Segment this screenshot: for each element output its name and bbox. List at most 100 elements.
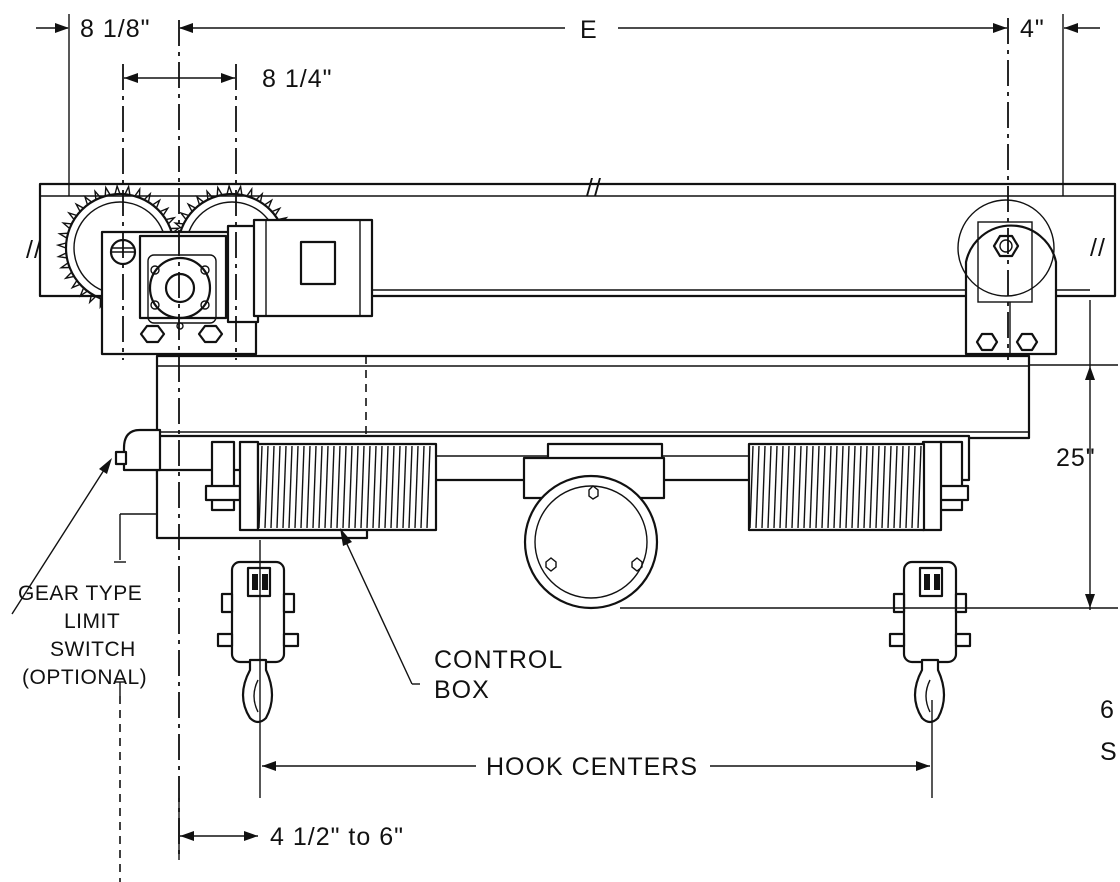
rope-winding	[270, 445, 275, 529]
rope-winding	[318, 445, 323, 529]
rope-winding	[899, 445, 904, 529]
rope-winding	[330, 445, 335, 529]
centerlines	[122, 18, 1009, 860]
edge-fragments: 6 S	[1100, 696, 1118, 766]
hook-block-right	[888, 560, 972, 724]
dim-span	[180, 23, 1007, 33]
rope-winding	[911, 445, 916, 529]
break-mark-right: //	[1090, 234, 1106, 262]
flange-left	[204, 440, 260, 532]
rope-winding	[827, 445, 832, 529]
rope-winding	[833, 445, 838, 529]
rope-winding	[300, 445, 305, 529]
rope-winding	[354, 445, 359, 529]
rope-winding	[336, 445, 341, 529]
rope-winding	[378, 445, 383, 529]
label-hook-offset: 4 1/2" to 6"	[270, 823, 404, 851]
rope-winding	[402, 445, 407, 529]
callout-control-box: CONTROL BOX	[434, 646, 563, 704]
flange-right	[921, 440, 970, 532]
rope-winding	[821, 445, 826, 529]
rope-winding	[282, 445, 287, 529]
rope-winding	[384, 445, 389, 529]
rope-winding	[288, 445, 293, 529]
rope-winding	[761, 445, 766, 529]
rope-winding	[803, 445, 808, 529]
rope-winding	[420, 445, 425, 529]
dim-hook-offset	[180, 831, 258, 841]
rope-winding	[773, 445, 778, 529]
limit-switch-line-4: (OPTIONAL)	[22, 666, 147, 689]
dim-right-overhang	[1064, 23, 1100, 33]
rope-winding	[408, 445, 413, 529]
label-span: E	[580, 16, 598, 44]
idler-wheel-assembly	[957, 199, 1058, 356]
rope-winding	[390, 445, 395, 529]
control-box-leader	[340, 528, 420, 685]
edge-fragment-2: S	[1100, 738, 1118, 766]
rope-winding	[426, 445, 431, 529]
dim-gear-spacing	[124, 73, 235, 83]
rope-winding	[857, 445, 862, 529]
label-left-overhang: 8 1/8"	[80, 15, 150, 43]
control-box-line-2: BOX	[434, 676, 490, 704]
rope-winding	[851, 445, 856, 529]
hoist-motor	[522, 456, 666, 610]
rope-winding	[893, 445, 898, 529]
rope-winding	[815, 445, 820, 529]
trolley-motor	[226, 218, 374, 324]
rope-drum-right	[747, 442, 926, 532]
limit-switch	[114, 428, 162, 472]
label-hook-centers: HOOK CENTERS	[486, 753, 698, 781]
control-box-line-1: CONTROL	[434, 646, 563, 674]
dim-hook-centers	[262, 761, 930, 771]
rope-winding	[767, 445, 772, 529]
rope-winding	[414, 445, 419, 529]
rope-winding	[749, 445, 754, 529]
break-mark-left: //	[26, 236, 42, 264]
rope-winding	[875, 445, 880, 529]
rope-winding	[396, 445, 401, 529]
rope-winding	[755, 445, 760, 529]
rope-winding	[863, 445, 868, 529]
label-height: 25"	[1056, 444, 1096, 472]
rope-winding	[887, 445, 892, 529]
rope-winding	[809, 445, 814, 529]
trolley-frame	[155, 354, 1031, 440]
rope-winding	[839, 445, 844, 529]
rope-winding	[779, 445, 784, 529]
break-marks: // // //	[26, 174, 1106, 264]
rope-winding	[360, 445, 365, 529]
dimension-labels: 8 1/8" E 4" 8 1/4" 25" HOOK CENTERS 4 1/…	[80, 15, 1096, 851]
rope-winding	[917, 445, 922, 529]
break-mark-top: //	[586, 174, 602, 202]
limit-switch-line-1: GEAR TYPE	[18, 582, 142, 605]
dim-height	[1085, 366, 1095, 608]
rope-winding	[785, 445, 790, 529]
rope-winding	[306, 445, 311, 529]
rope-drum-left	[256, 442, 438, 532]
rope-winding	[797, 445, 802, 529]
callout-limit-switch: GEAR TYPE LIMIT SWITCH (OPTIONAL)	[18, 582, 147, 689]
hook-block-left	[216, 560, 300, 724]
rope-winding	[264, 445, 269, 529]
rope-winding	[869, 445, 874, 529]
rope-winding	[312, 445, 317, 529]
label-right-overhang: 4"	[1020, 15, 1045, 43]
rope-winding	[276, 445, 281, 529]
limit-switch-leader	[11, 458, 126, 882]
rope-winding	[905, 445, 910, 529]
label-gear-spacing: 8 1/4"	[262, 65, 332, 93]
rope-winding	[258, 445, 263, 529]
extension-lines	[68, 14, 1118, 860]
rope-winding	[342, 445, 347, 529]
rope-winding	[881, 445, 886, 529]
rope-winding	[324, 445, 329, 529]
edge-fragment-1: 6	[1100, 696, 1115, 724]
hex-nut	[139, 324, 224, 344]
rope-winding	[372, 445, 377, 529]
rope-winding	[348, 445, 353, 529]
limit-switch-line-2: LIMIT	[64, 610, 120, 633]
